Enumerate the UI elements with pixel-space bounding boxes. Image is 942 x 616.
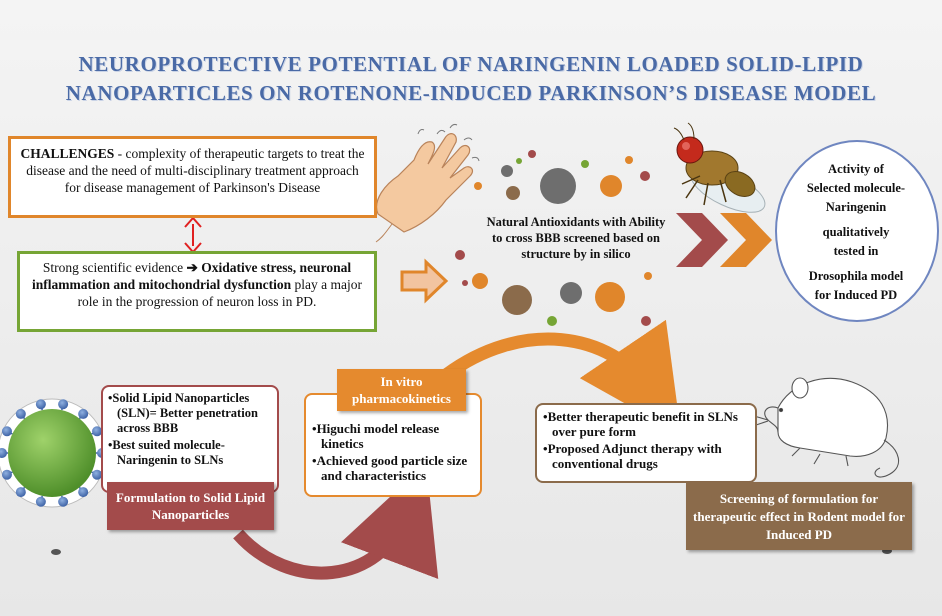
nanoparticle-bead [15,487,26,498]
nanoparticle-bead [92,469,103,480]
screening-banner: Screening of formulation for therapeutic… [686,482,912,550]
activity-line: tested in [833,244,879,258]
invitro-banner: In vitro pharmacokinetics [337,369,466,411]
curved-arrow-icon [233,463,439,580]
nanoparticle-bead [35,496,46,507]
nanoparticle-bead [58,496,69,507]
activity-line: Drosophila model [808,269,904,283]
slide-marker [51,549,61,555]
evidence-bold: Oxidative stress, neuronal inflammation … [31,260,352,292]
activity-line: for Induced PD [814,288,898,302]
nanoparticle-bead [92,426,103,437]
challenges-text: - complexity of therapeutic targets to t… [26,146,365,195]
formulation-banner: Formulation to Solid Lipid Nanoparticles [107,482,274,530]
sln-item: Solid Lipid Nanoparticles (SLN)= Better … [108,391,272,436]
benefit-item: Proposed Adjunct therapy with convention… [543,441,749,471]
antioxidant-dots [455,150,652,326]
evidence-box: Strong scientific evidence ➔ Oxidative s… [17,251,377,332]
nanoparticle-icon [0,398,107,508]
arrow-right-icon [400,258,449,304]
hand-icon [375,123,480,243]
page-title: NEUROPROTECTIVE POTENTIAL OF NARINGENIN … [20,50,922,108]
nanoparticle-bead [35,399,46,410]
activity-text: Activity of Selected molecule- Naringeni… [790,160,922,305]
challenges-heading: CHALLENGES [20,146,115,161]
higuchi-item: Achieved good particle size and characte… [312,453,474,483]
rat-icon [753,377,900,478]
evidence-lead: Strong scientific evidence [42,260,187,275]
activity-circle [775,140,939,322]
activity-line: Activity of [828,162,884,176]
title-line-2: NANOPARTICLES ON ROTENONE-INDUCED PARKIN… [65,81,877,105]
arrow-right-icon: ➔ [186,260,202,275]
activity-line: Naringenin [825,200,887,214]
fruit-fly-icon [673,122,766,213]
nanoparticle-bead [1,426,12,437]
curved-arrow-icon [442,319,682,436]
benefit-item: Better therapeutic benefit in SLNs over … [543,409,749,439]
sln-item: Best suited molecule-Naringenin to SLNs [108,438,272,468]
activity-line: Selected molecule- [806,181,906,195]
sln-box: Solid Lipid Nanoparticles (SLN)= Better … [101,385,279,493]
antioxidants-text: Natural Antioxidants with Ability to cro… [486,215,666,261]
challenges-box: CHALLENGES - complexity of therapeutic t… [8,136,377,218]
nanoparticle-bead [78,487,89,498]
evidence-tail: play a major role in the progression of … [77,277,363,309]
nanoparticle-bead [78,408,89,419]
higuchi-item: Higuchi model release kinetics [312,421,474,451]
nanoparticle-bead [1,469,12,480]
double-headed-arrow-icon [184,216,202,254]
double-arrow-icon [676,213,772,267]
nanoparticle-bead [0,448,7,458]
activity-line: qualitatively [822,225,890,239]
nanoparticle-bead [15,408,26,419]
title-line-1: NEUROPROTECTIVE POTENTIAL OF NARINGENIN … [78,52,864,76]
benefit-box: Better therapeutic benefit in SLNs over … [535,403,757,483]
nanoparticle-bead [58,399,69,410]
